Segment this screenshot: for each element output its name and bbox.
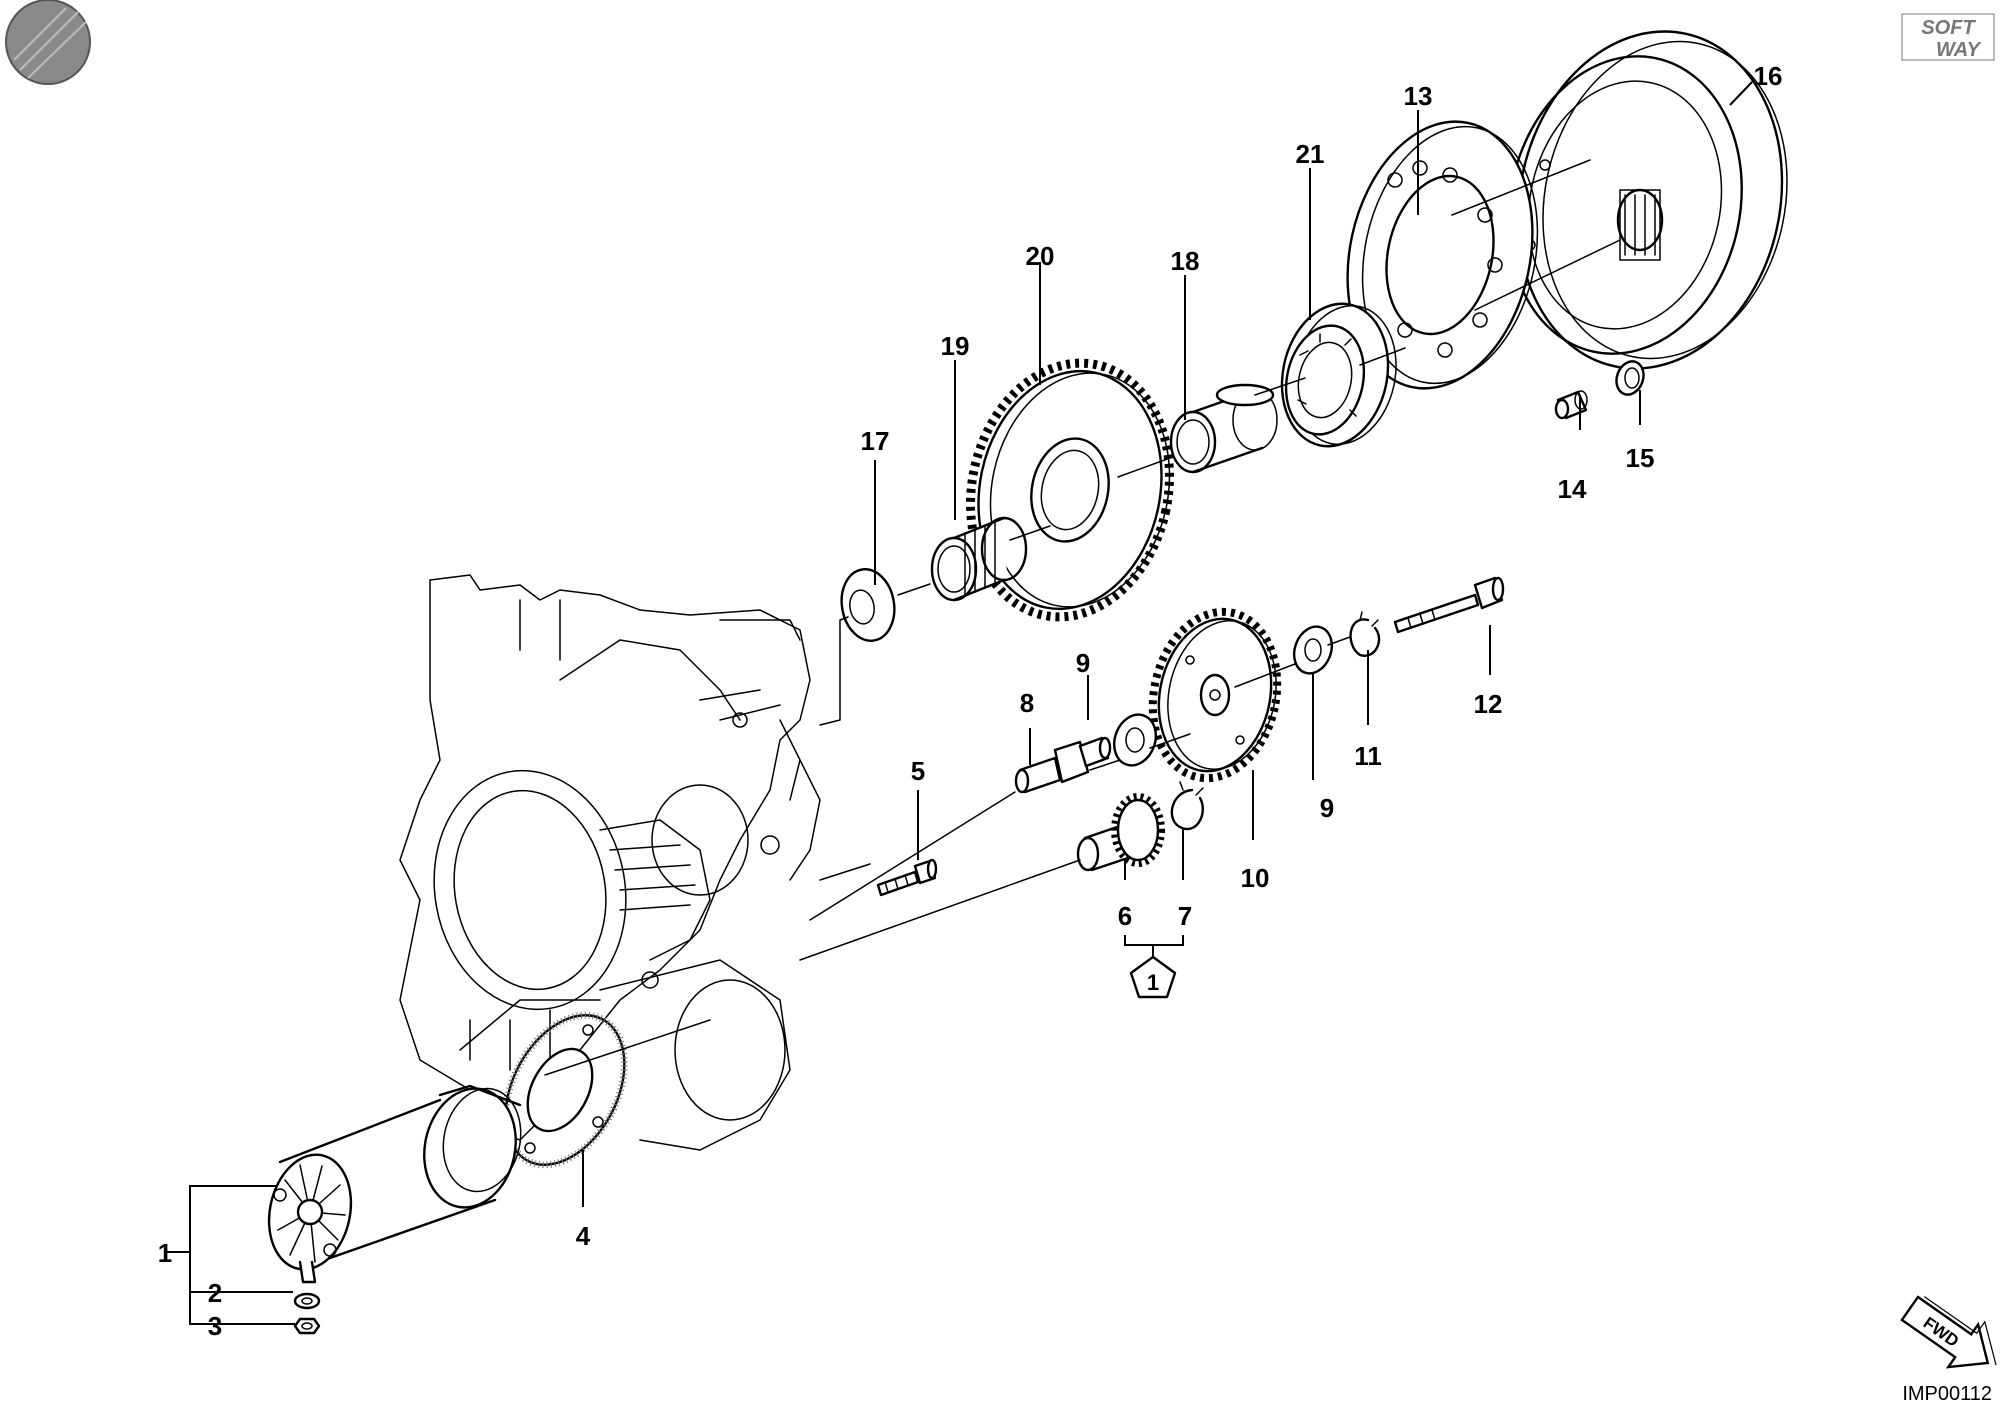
part-18-sleeve: [1169, 383, 1278, 474]
part-3-nut: [293, 1317, 321, 1335]
callout-7: 7: [1178, 901, 1192, 931]
kit-symbol: 1: [1129, 955, 1177, 999]
callout-2: 2: [208, 1278, 222, 1308]
part-14-dowel: [1554, 390, 1588, 420]
kit-symbol-text: 1: [1147, 970, 1159, 995]
callout-10: 10: [1241, 863, 1270, 893]
part-7-circlip: [1170, 781, 1205, 831]
callout-8: 8: [1020, 688, 1034, 718]
part-1-starter-motor: [267, 1084, 522, 1284]
part-19-needle-bearing: [930, 516, 1028, 602]
part-9-washer-a: [1113, 713, 1157, 767]
callout-3: 3: [208, 1311, 222, 1341]
part-12-bolt: [1393, 576, 1505, 634]
callout-19: 19: [941, 331, 970, 361]
callout-4: 4: [576, 1221, 591, 1251]
callout-21: 21: [1296, 139, 1325, 169]
callout-13: 13: [1404, 81, 1433, 111]
callout-6: 6: [1118, 901, 1132, 931]
callout-9a: 9: [1076, 648, 1090, 678]
callout-15: 15: [1626, 443, 1655, 473]
part-15-ring: [1615, 360, 1645, 396]
callout-5: 5: [911, 756, 925, 786]
engine-case: [399, 574, 821, 1151]
assembly-axis-lines: [544, 159, 1621, 1076]
part-6-pinion: [1076, 793, 1165, 872]
softway-logo: SOFT WAY: [1901, 13, 1995, 61]
callout-11: 11: [1354, 741, 1382, 771]
part-4-gasket: [502, 1011, 628, 1169]
logo-line1: SOFT: [1921, 17, 1976, 39]
corner-disc-icon: [5, 0, 91, 85]
image-code: IMP00112: [1902, 1383, 1992, 1405]
part-8-shaft: [1014, 736, 1112, 794]
callout-9b: 9: [1320, 793, 1334, 823]
leader-lines: [165, 81, 1753, 1325]
fwd-arrow-icon: FWD: [1900, 1295, 1997, 1369]
callout-20: 20: [1026, 241, 1055, 271]
part-10-idler-gear: [1148, 607, 1282, 783]
callout-16: 16: [1754, 61, 1783, 91]
part-17-washer: [840, 568, 896, 642]
logo-line2: WAY: [1936, 39, 1982, 61]
part-11-circlip: [1349, 611, 1381, 657]
part-21-sprag-clutch: [1280, 302, 1397, 448]
callout-17: 17: [861, 426, 890, 456]
callout-1: 1: [158, 1238, 172, 1268]
part-5-bolt: [876, 858, 938, 897]
callout-12: 12: [1474, 689, 1503, 719]
callout-14: 14: [1558, 474, 1587, 504]
part-2-washer: [293, 1292, 321, 1310]
part-16-flywheel: [1507, 30, 1788, 370]
callout-18: 18: [1171, 246, 1200, 276]
callout-labels: 16 13 21 18 20 19 17 14 15 12 11 9 10 9 …: [158, 61, 1783, 1341]
part-13-clutch-housing: [1346, 120, 1539, 390]
part-9-washer-b: [1292, 625, 1334, 675]
part-20-large-gear: [966, 358, 1174, 622]
